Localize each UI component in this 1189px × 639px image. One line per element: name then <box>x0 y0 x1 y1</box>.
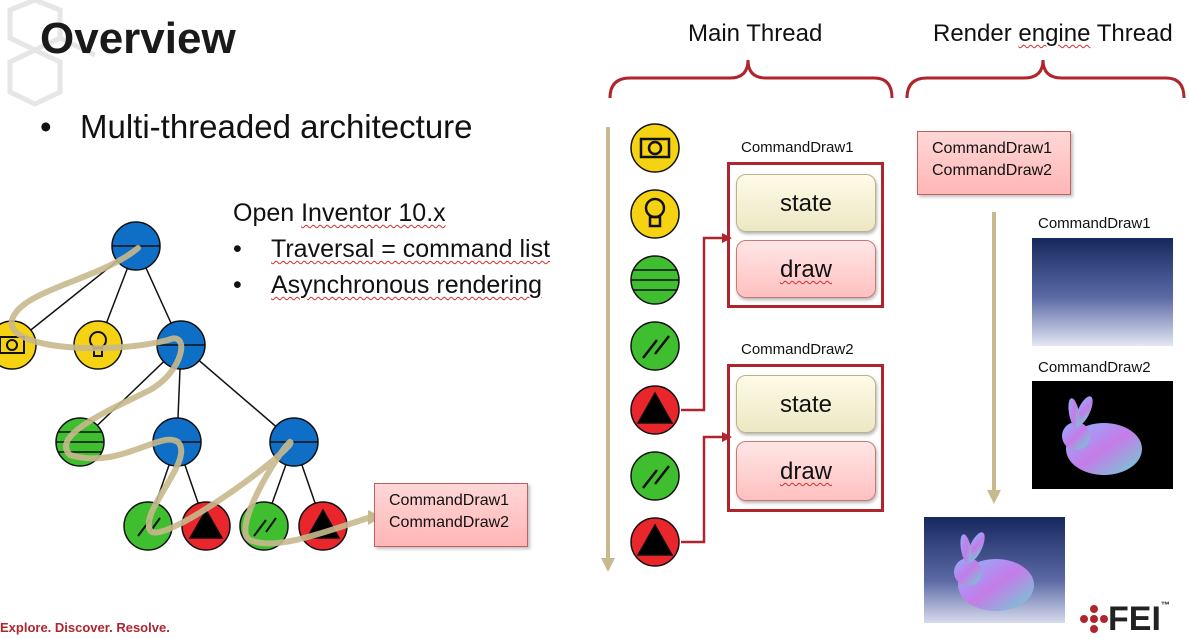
state-block-1: state <box>736 174 876 232</box>
traversal-path <box>8 245 371 547</box>
camera-icon <box>630 123 680 173</box>
render-command-list-box: CommandDraw1 CommandDraw2 <box>917 131 1071 195</box>
command-list-item-2: CommandDraw2 <box>389 514 510 531</box>
sub-bullet-1: •Traversal = command list <box>233 235 551 263</box>
main-thread-brace <box>608 59 894 99</box>
command-draw-1-label: CommandDraw1 <box>741 139 854 156</box>
draw-block-2: draw <box>736 441 876 501</box>
shape-triangle-icon <box>630 385 680 435</box>
command-draw-2-label: CommandDraw2 <box>741 341 854 358</box>
product-block: Open Inventor 10.x •Traversal = command … <box>233 195 550 303</box>
render-result-2-image <box>1032 381 1173 489</box>
shape1-to-draw1-connector <box>681 236 726 412</box>
render-result-2-label: CommandDraw2 <box>1038 359 1151 376</box>
render-command-item-2: CommandDraw2 <box>932 162 1053 179</box>
render-thread-label: Render engine Thread <box>933 20 1173 47</box>
command-draw-2-group <box>727 364 884 512</box>
material-sphere-icon <box>630 255 680 305</box>
main-bullet: •Multi-threaded architecture <box>40 108 473 145</box>
shape-triangle-icon <box>630 517 680 567</box>
render-thread-brace <box>905 59 1186 99</box>
slide-title: Overview <box>40 14 236 63</box>
company-logo: FEI™ <box>1080 600 1170 639</box>
state-block-2: state <box>736 375 876 433</box>
bunny-icon <box>1062 396 1142 475</box>
render-result-1-label: CommandDraw1 <box>1038 215 1151 232</box>
render-result-1-image <box>1032 238 1173 346</box>
molecule-decoration <box>7 0 97 107</box>
main-thread-label: Main Thread <box>688 20 823 47</box>
logo-mark-icon <box>1080 605 1108 633</box>
bunny-icon <box>954 532 1034 611</box>
render-command-item-1: CommandDraw1 <box>932 140 1053 157</box>
command-list-item-1: CommandDraw1 <box>389 492 510 509</box>
sub-bullet-2: •Asynchronous rendering <box>233 271 542 299</box>
footer-tagline: Explore. Discover. Resolve. <box>0 620 170 635</box>
light-bulb-icon <box>630 189 680 239</box>
transform-icon <box>630 321 680 371</box>
draw-block-1: draw <box>736 240 876 298</box>
final-render-image <box>924 517 1065 623</box>
product-name: Open Inventor 10.x <box>233 199 446 227</box>
command-draw-1-group <box>727 162 884 308</box>
transform-icon <box>630 451 680 501</box>
scene-graph-diagram <box>0 221 380 551</box>
shape2-to-draw2-connector <box>681 435 726 544</box>
command-list-box: CommandDraw1 CommandDraw2 <box>374 483 528 547</box>
